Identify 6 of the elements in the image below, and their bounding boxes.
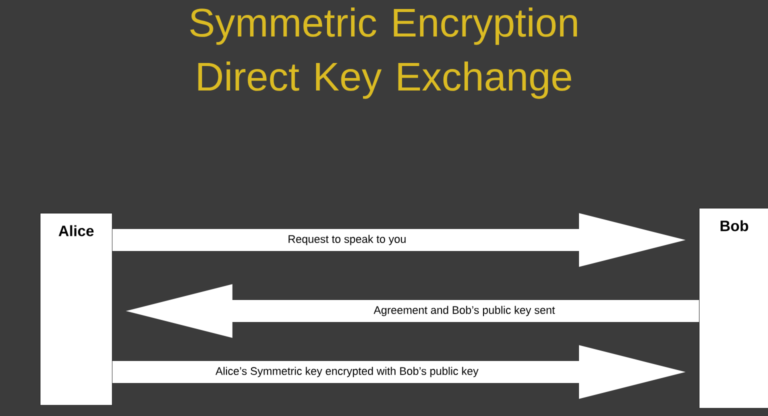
title: Symmetric Encryption Direct Key Exchange xyxy=(190,8,577,99)
edge-label: Agreement and Bob’s public key sent xyxy=(372,304,556,318)
person-bar: Bob xyxy=(699,208,768,408)
person-bar: Alice xyxy=(40,213,112,406)
edge-label: Request to speak to you xyxy=(286,234,408,246)
edge-label: Alice’s Symmetric key encrypted with Bob’s public key xyxy=(214,366,480,378)
